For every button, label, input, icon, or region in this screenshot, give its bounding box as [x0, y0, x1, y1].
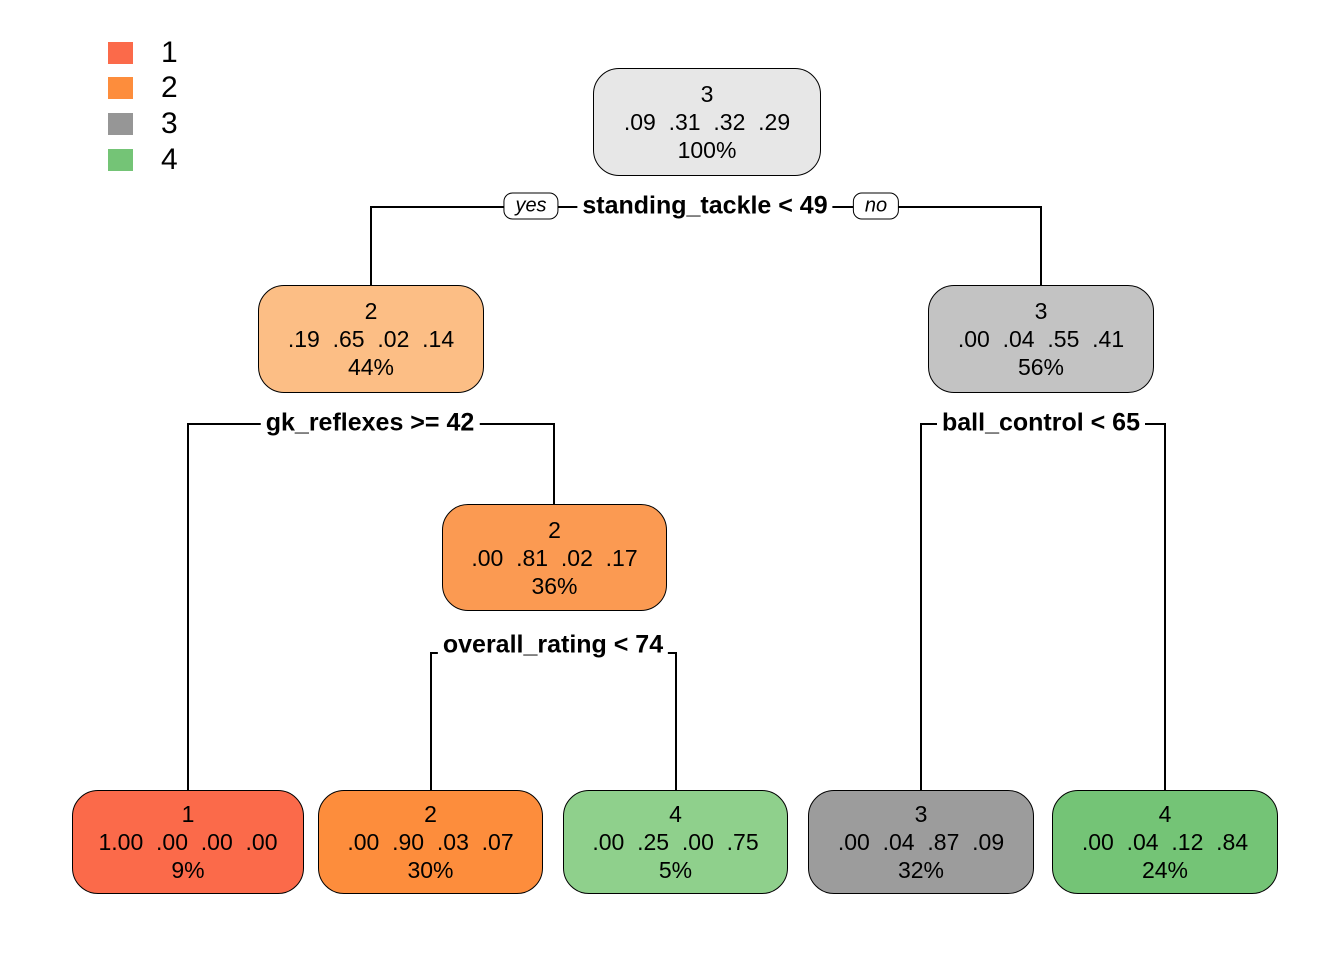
branch-line [553, 423, 555, 504]
node-probs: .00 .04 .55 .41 [957, 326, 1125, 352]
tree-leaf-class4-5pct: 4 .00 .25 .00 .75 5% [563, 790, 788, 894]
node-percent: 56% [1017, 354, 1065, 380]
legend-label-class2: 2 [161, 71, 178, 104]
tree-leaf-class4-24pct: 4 .00 .04 .12 .84 24% [1052, 790, 1278, 894]
tree-node-44pct: 2 .19 .65 .02 .14 44% [258, 285, 484, 393]
node-class: 3 [700, 81, 714, 107]
node-probs: .00 .04 .12 .84 [1081, 829, 1249, 855]
branch-line [1040, 206, 1042, 285]
node-percent: 24% [1141, 857, 1189, 883]
branch-line [1164, 423, 1166, 790]
legend-item: 2 [108, 73, 178, 103]
legend-item: 4 [108, 145, 178, 175]
node-class: 3 [1034, 298, 1048, 324]
node-percent: 5% [658, 857, 693, 883]
node-class: 4 [1158, 801, 1172, 827]
legend-item: 3 [108, 109, 178, 139]
node-percent: 44% [347, 354, 395, 380]
legend-swatch-class1 [108, 42, 133, 64]
node-probs: .00 .25 .00 .75 [592, 829, 759, 855]
split-label-ball-control: ball_control < 65 [937, 408, 1145, 438]
node-probs: .00 .81 .02 .17 [471, 544, 638, 571]
node-class: 4 [669, 801, 682, 827]
legend-label-class3: 3 [161, 107, 178, 140]
split-label-gk-reflexes: gk_reflexes >= 42 [260, 408, 480, 438]
branch-line [920, 423, 922, 790]
node-probs: .00 .90 .03 .07 [347, 829, 514, 855]
node-percent: 32% [897, 857, 945, 883]
legend-swatch-class2 [108, 77, 133, 99]
legend-swatch-class4 [108, 149, 133, 171]
branch-line [370, 206, 372, 285]
node-probs: .00 .04 .87 .09 [837, 829, 1005, 855]
node-percent: 9% [171, 857, 205, 883]
split-label-standing-tackle: standing_tackle < 49 [577, 191, 833, 221]
node-probs: 1.00 .00 .00 .00 [98, 829, 278, 855]
tree-leaf-class1-9pct: 1 1.00 .00 .00 .00 9% [72, 790, 304, 894]
branch-line [675, 652, 677, 790]
tree-leaf-class2-30pct: 2 .00 .90 .03 .07 30% [318, 790, 543, 894]
node-probs: .19 .65 .02 .14 [287, 326, 455, 352]
node-percent: 100% [677, 137, 737, 163]
node-class: 2 [548, 516, 561, 543]
legend-label-class1: 1 [161, 36, 178, 69]
legend-item: 1 [108, 38, 178, 68]
tree-node-root: 3 .09 .31 .32 .29 100% [593, 68, 821, 176]
tree-node-36pct: 2 .00 .81 .02 .17 36% [442, 504, 667, 611]
node-class: 3 [914, 801, 928, 827]
node-class: 1 [181, 801, 195, 827]
node-percent: 30% [407, 857, 454, 883]
node-probs: .09 .31 .32 .29 [623, 109, 791, 135]
node-class: 2 [364, 298, 378, 324]
tree-node-56pct: 3 .00 .04 .55 .41 56% [928, 285, 1154, 393]
legend-swatch-class3 [108, 113, 133, 135]
branch-line [187, 423, 189, 790]
split-label-overall-rating: overall_rating < 74 [437, 630, 669, 660]
no-label: no [852, 192, 900, 220]
node-class: 2 [424, 801, 437, 827]
node-percent: 36% [531, 572, 578, 599]
tree-leaf-class3-32pct: 3 .00 .04 .87 .09 32% [808, 790, 1034, 894]
legend-label-class4: 4 [161, 143, 178, 176]
branch-line [430, 652, 432, 790]
yes-label: yes [503, 192, 559, 220]
